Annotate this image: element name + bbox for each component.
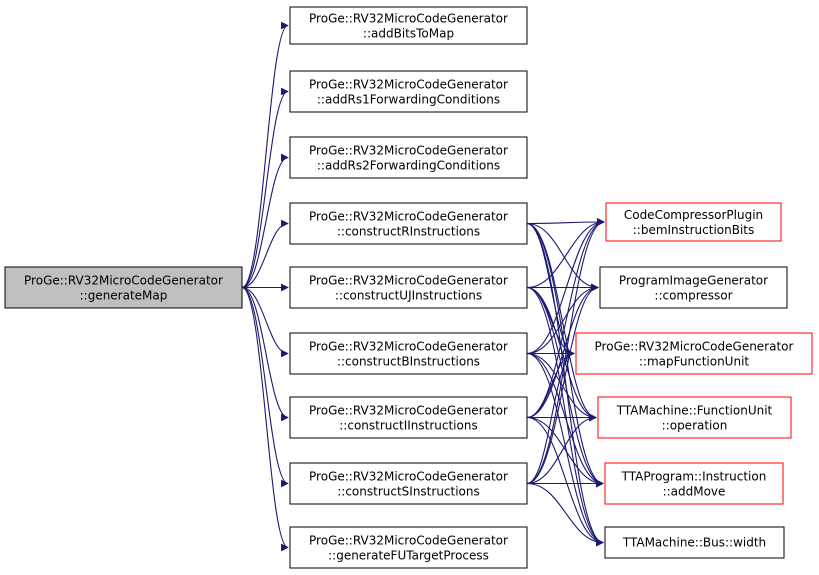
node-label-line1: ProGe::RV32MicroCodeGenerator — [309, 404, 508, 418]
node-box — [289, 266, 528, 309]
edge-constructUJ-to-operation — [526, 286, 597, 422]
node-width[interactable]: TTAMachine::Bus::width — [604, 526, 785, 559]
node-constructUJ[interactable]: ProGe::RV32MicroCodeGenerator::construct… — [289, 266, 528, 309]
edge-constructS-to-operation — [526, 413, 597, 485]
node-constructR[interactable]: ProGe::RV32MicroCodeGenerator::construct… — [289, 202, 528, 245]
node-label-line1: ProGe::RV32MicroCodeGenerator — [309, 534, 508, 548]
node-box — [575, 332, 813, 375]
node-box — [599, 266, 788, 309]
edge-constructI-to-addMove — [526, 416, 604, 488]
node-label-line1: CodeCompressorPlugin — [624, 208, 763, 222]
node-label-line1: ProgramImageGenerator — [619, 274, 768, 288]
node-label-line2: ::addRs1ForwardingConditions — [317, 93, 500, 107]
node-label-line2: ::mapFunctionUnit — [639, 355, 750, 369]
node-label-line2: ::generateFUTargetProcess — [328, 549, 489, 563]
node-constructB[interactable]: ProGe::RV32MicroCodeGenerator::construct… — [289, 332, 528, 375]
node-box — [604, 462, 784, 505]
edges — [241, 21, 605, 552]
edge-generateMap-to-addRs1 — [241, 87, 289, 289]
nodes: ProGe::RV32MicroCodeGenerator::generateM… — [4, 6, 813, 569]
node-box — [4, 266, 243, 309]
node-label-line2: ::constructRInstructions — [337, 225, 480, 239]
edge-generateMap-to-constructI — [241, 286, 289, 422]
node-label-line2: ::operation — [662, 419, 728, 433]
node-label-line2: ::generateMap — [80, 289, 168, 303]
edge-constructUJ-to-width — [526, 286, 604, 547]
edge-constructB-to-addMove — [526, 352, 604, 488]
edge-constructR-to-bem — [526, 218, 605, 226]
edge-generateMap-to-generateFU — [241, 286, 289, 552]
node-label-line1: TTAMachine::Bus::width — [622, 536, 766, 550]
node-box — [289, 396, 528, 439]
node-mapFU[interactable]: ProGe::RV32MicroCodeGenerator::mapFuncti… — [575, 332, 813, 375]
node-label-line2: ::constructSInstructions — [337, 485, 480, 499]
edge-constructR-to-compressor — [526, 222, 599, 292]
edge-generateMap-to-addBitsToMap — [241, 21, 289, 289]
node-box — [289, 462, 528, 505]
node-label-line1: ProGe::RV32MicroCodeGenerator — [309, 340, 508, 354]
node-label-line1: ProGe::RV32MicroCodeGenerator — [309, 470, 508, 484]
node-box — [289, 202, 528, 245]
edge-constructUJ-to-bem — [526, 218, 605, 289]
node-label-line2: ::compressor — [654, 289, 732, 303]
node-label-line1: ProGe::RV32MicroCodeGenerator — [309, 12, 508, 26]
node-generateMap[interactable]: ProGe::RV32MicroCodeGenerator::generateM… — [4, 266, 243, 309]
node-constructS[interactable]: ProGe::RV32MicroCodeGenerator::construct… — [289, 462, 528, 505]
node-box — [289, 136, 528, 179]
node-addBitsToMap[interactable]: ProGe::RV32MicroCodeGenerator::addBitsTo… — [289, 6, 528, 45]
node-label-line1: ProGe::RV32MicroCodeGenerator — [309, 78, 508, 92]
node-label-line2: ::constructIInstructions — [339, 419, 477, 433]
node-box — [289, 526, 528, 569]
node-bem[interactable]: CodeCompressorPlugin::bemInstructionBits — [605, 202, 782, 242]
edge-constructS-to-mapFU — [526, 349, 575, 485]
node-constructI[interactable]: ProGe::RV32MicroCodeGenerator::construct… — [289, 396, 528, 439]
node-operation[interactable]: TTAMachine::FunctionUnit::operation — [597, 396, 792, 439]
node-addRs1[interactable]: ProGe::RV32MicroCodeGenerator::addRs1For… — [289, 70, 528, 113]
node-label-line1: TTAMachine::FunctionUnit — [616, 404, 773, 418]
edge-constructB-to-bem — [526, 218, 605, 355]
node-label-line1: ProGe::RV32MicroCodeGenerator — [24, 274, 223, 288]
node-box — [289, 332, 528, 375]
node-label-line2: ::addBitsToMap — [363, 27, 454, 41]
node-label-line1: ProGe::RV32MicroCodeGenerator — [595, 340, 794, 354]
edge-constructB-to-compressor — [526, 283, 599, 355]
node-label-line1: TTAProgram::Instruction — [621, 470, 767, 484]
edge-constructUJ-to-addMove — [526, 286, 604, 488]
node-box — [289, 6, 528, 45]
edge-generateMap-to-constructR — [241, 219, 289, 289]
node-label-line2: ::constructUJInstructions — [335, 289, 482, 303]
node-label-line2: ::addRs2ForwardingConditions — [317, 159, 500, 173]
edge-generateMap-to-addRs2 — [241, 153, 289, 289]
edge-constructB-to-operation — [526, 352, 597, 422]
node-box — [289, 70, 528, 113]
node-label-line2: ::bemInstructionBits — [633, 223, 755, 237]
edge-constructS-to-compressor — [526, 283, 599, 485]
edge-generateMap-to-constructS — [241, 286, 289, 488]
edge-constructS-to-bem — [526, 218, 605, 485]
node-generateFU[interactable]: ProGe::RV32MicroCodeGenerator::generateF… — [289, 526, 528, 569]
node-label-line2: ::constructBInstructions — [337, 355, 480, 369]
node-compressor[interactable]: ProgramImageGenerator::compressor — [599, 266, 788, 309]
node-label-line1: ProGe::RV32MicroCodeGenerator — [309, 274, 508, 288]
edge-constructB-to-width — [526, 352, 604, 547]
node-box — [604, 526, 785, 559]
node-box — [605, 202, 782, 242]
node-addRs2[interactable]: ProGe::RV32MicroCodeGenerator::addRs2For… — [289, 136, 528, 179]
edge-constructI-to-bem — [526, 218, 605, 419]
node-label-line1: ProGe::RV32MicroCodeGenerator — [309, 144, 508, 158]
node-box — [597, 396, 792, 439]
node-label-line2: ::addMove — [663, 485, 726, 499]
edge-constructI-to-width — [526, 416, 604, 547]
node-addMove[interactable]: TTAProgram::Instruction::addMove — [604, 462, 784, 505]
edge-constructS-to-width — [526, 482, 604, 547]
node-label-line1: ProGe::RV32MicroCodeGenerator — [309, 210, 508, 224]
edge-generateMap-to-constructB — [241, 286, 289, 358]
